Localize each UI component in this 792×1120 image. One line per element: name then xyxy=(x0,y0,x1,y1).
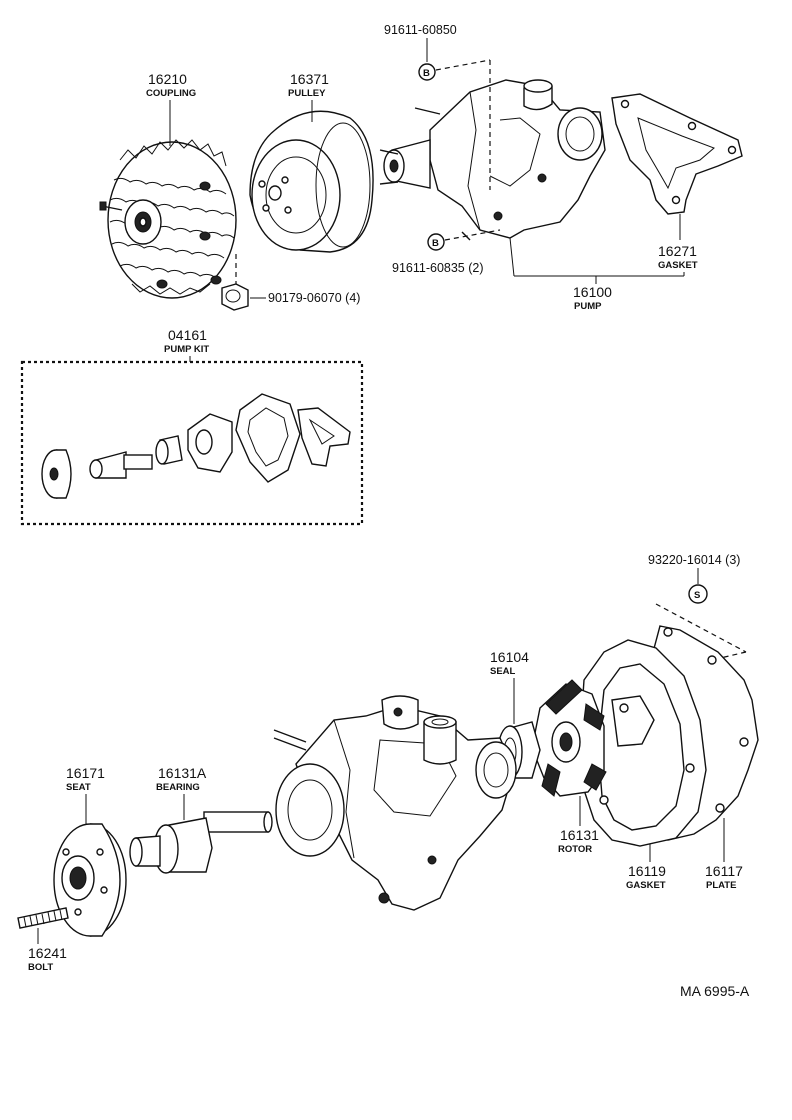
pump-callout: 16100 PUMP xyxy=(514,272,685,312)
nut-callout: 90179-06070 (4) xyxy=(250,291,360,305)
pulley-callout: 16371 PULLEY xyxy=(288,71,329,122)
bolt-bottom-callout: 16241 BOLT xyxy=(28,928,67,973)
rotor-part-number: 16131 xyxy=(560,827,599,843)
bearing-part-name: BEARING xyxy=(156,782,200,793)
rotor-part-name: ROTOR xyxy=(558,844,592,855)
pump-kit-part-number: 04161 xyxy=(168,327,207,343)
pump-assembly-drawing xyxy=(379,79,606,241)
seal-part-name: SEAL xyxy=(490,666,516,677)
screw-symbol: S xyxy=(694,590,700,601)
bolt-top-callout: 91611-60850 B xyxy=(384,23,491,190)
gasket-bottom-part-number: 16119 xyxy=(628,863,666,879)
pump-kit-part-name: PUMP KIT xyxy=(164,344,209,355)
screw-callout: 93220-16014 (3) S xyxy=(648,553,747,661)
nut-drawing xyxy=(221,254,249,311)
plate-part-name: PLATE xyxy=(706,880,736,891)
coupling-part-name: COUPLING xyxy=(146,88,196,99)
seat-callout: 16171 SEAT xyxy=(66,765,105,824)
screw-part-number: 93220-16014 (3) xyxy=(648,553,740,567)
gasket-bottom-drawing xyxy=(579,639,707,847)
seal-callout: 16104 SEAL xyxy=(490,649,529,724)
bolt-top-part-number: 91611-60850 xyxy=(384,23,457,37)
bearing-callout: 16131A BEARING xyxy=(156,765,207,820)
drawing-code: MA 6995-A xyxy=(680,983,750,999)
fan-coupling-drawing xyxy=(99,139,237,299)
nut-part-number: 90179-06070 (4) xyxy=(268,291,360,305)
pump-part-number: 16100 xyxy=(573,284,612,300)
seal-part-number: 16104 xyxy=(490,649,529,665)
gasket-top-callout: 16271 GASKET xyxy=(658,214,698,271)
seat-part-number: 16171 xyxy=(66,765,105,781)
plate-callout: 16117 PLATE xyxy=(705,818,743,891)
rotor-drawing xyxy=(531,679,607,797)
bolt-top-symbol: B xyxy=(423,68,430,79)
gasket-top-part-name: GASKET xyxy=(658,260,698,271)
bolt-mid-symbol: B xyxy=(432,238,439,249)
rotor-callout: 16131 ROTOR xyxy=(558,796,599,855)
bolt-bottom-part-number: 16241 xyxy=(28,945,67,961)
gasket-top-part-number: 16271 xyxy=(658,243,697,259)
bolt-mid-callout: B 91611-60835 (2) xyxy=(392,229,515,277)
coupling-callout: 16210 COUPLING xyxy=(146,71,196,146)
gasket-bottom-part-name: GASKET xyxy=(626,880,666,891)
pulley-part-number: 16371 xyxy=(290,71,329,87)
gasket-top-drawing xyxy=(611,93,743,215)
pulley-part-name: PULLEY xyxy=(288,88,326,99)
gasket-bottom-callout: 16119 GASKET xyxy=(626,844,666,891)
pump-kit-box xyxy=(20,360,364,526)
bolt-bottom-drawing xyxy=(17,907,69,929)
seat-part-name: SEAT xyxy=(66,782,91,793)
seat-drawing xyxy=(53,823,127,937)
pump-housing-drawing xyxy=(273,695,517,911)
pump-part-name: PUMP xyxy=(574,301,602,312)
bearing-drawing xyxy=(129,811,273,874)
pump-kit-contents xyxy=(41,393,351,499)
bearing-part-number: 16131A xyxy=(158,765,207,781)
plate-part-number: 16117 xyxy=(705,863,743,879)
bolt-bottom-part-name: BOLT xyxy=(28,962,53,973)
bolt-mid-part-number: 91611-60835 (2) xyxy=(392,261,484,275)
coupling-part-number: 16210 xyxy=(148,71,187,87)
pulley-drawing xyxy=(249,110,374,253)
pump-kit-callout: 04161 PUMP KIT xyxy=(164,327,209,362)
